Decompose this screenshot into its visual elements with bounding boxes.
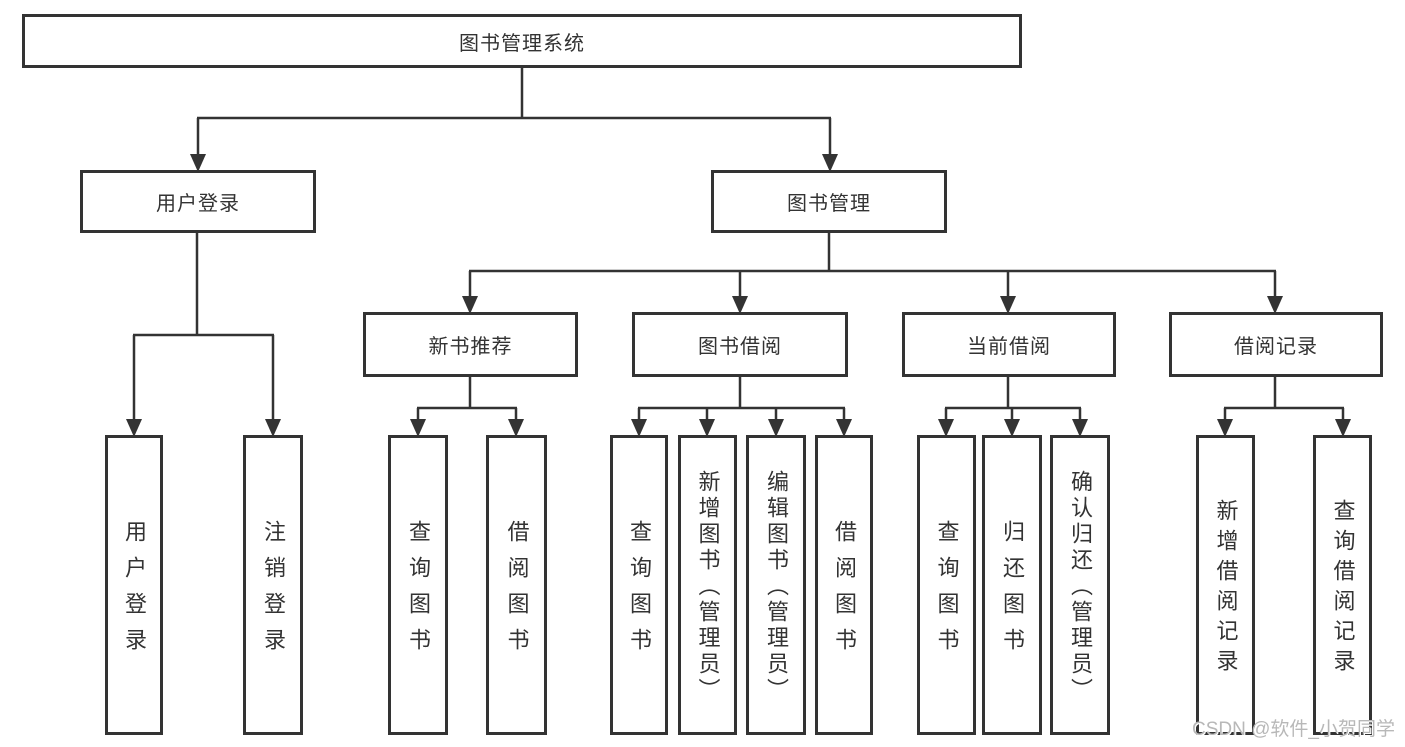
node-return-books: 归还图书: [982, 435, 1042, 735]
new-book-recommendation-label: 新书推荐: [428, 336, 513, 358]
node-new-book-recommendation: 新书推荐: [363, 312, 578, 377]
root-system-label: 图书管理系统: [459, 32, 585, 55]
node-borrow-books-recommend: 借阅图书: [486, 435, 547, 735]
node-edit-books-admin: 编辑图书（管理员）: [746, 435, 806, 735]
node-add-books-admin: 新增图书（管理员）: [678, 435, 737, 735]
node-user-login: 用户登录: [80, 170, 316, 233]
node-borrow-books-leaf: 借阅图书: [815, 435, 873, 735]
borrowing-records-label: 借阅记录: [1234, 336, 1318, 358]
user-login-label: 用户登录: [156, 193, 240, 215]
add-borrow-record-label: 新增借阅记录: [1213, 499, 1239, 679]
return-books-label: 归还图书: [1000, 520, 1025, 664]
add-books-admin-label: 新增图书（管理员）: [695, 470, 721, 704]
node-root-system: 图书管理系统: [22, 14, 1022, 68]
node-logout-leaf: 注销登录: [243, 435, 303, 735]
arrowheads: [126, 154, 1351, 437]
query-books-borrowing-label: 查询图书: [627, 520, 652, 664]
watermark: CSDN @软件_小贺同学: [1192, 719, 1395, 740]
node-confirm-return-admin: 确认归还（管理员）: [1050, 435, 1110, 735]
node-book-management: 图书管理: [711, 170, 947, 233]
node-add-borrow-record: 新增借阅记录: [1196, 435, 1255, 735]
tree-edges: [132, 68, 1345, 423]
book-management-label: 图书管理: [787, 193, 871, 215]
confirm-return-admin-label: 确认归还（管理员）: [1068, 470, 1093, 704]
node-book-borrowing: 图书借阅: [632, 312, 848, 377]
node-query-books-recommend: 查询图书: [388, 435, 448, 735]
node-user-login-leaf: 用户登录: [105, 435, 163, 735]
logout-leaf-label: 注销登录: [261, 520, 286, 664]
user-login-leaf-label: 用户登录: [122, 520, 147, 664]
borrow-books-recommend-label: 借阅图书: [504, 520, 530, 664]
current-borrowing-label: 当前借阅: [967, 336, 1051, 358]
node-current-borrowing: 当前借阅: [902, 312, 1116, 377]
book-borrowing-label: 图书借阅: [698, 336, 782, 358]
query-books-recommend-label: 查询图书: [406, 520, 431, 664]
node-query-books-current: 查询图书: [917, 435, 976, 735]
node-query-books-borrowing: 查询图书: [610, 435, 668, 735]
borrow-books-leaf-label: 借阅图书: [832, 520, 857, 664]
node-query-borrow-record: 查询借阅记录: [1313, 435, 1372, 735]
query-books-current-label: 查询图书: [934, 520, 960, 664]
edit-books-admin-label: 编辑图书（管理员）: [764, 470, 789, 704]
node-borrowing-records: 借阅记录: [1169, 312, 1383, 377]
query-borrow-record-label: 查询借阅记录: [1330, 499, 1356, 679]
